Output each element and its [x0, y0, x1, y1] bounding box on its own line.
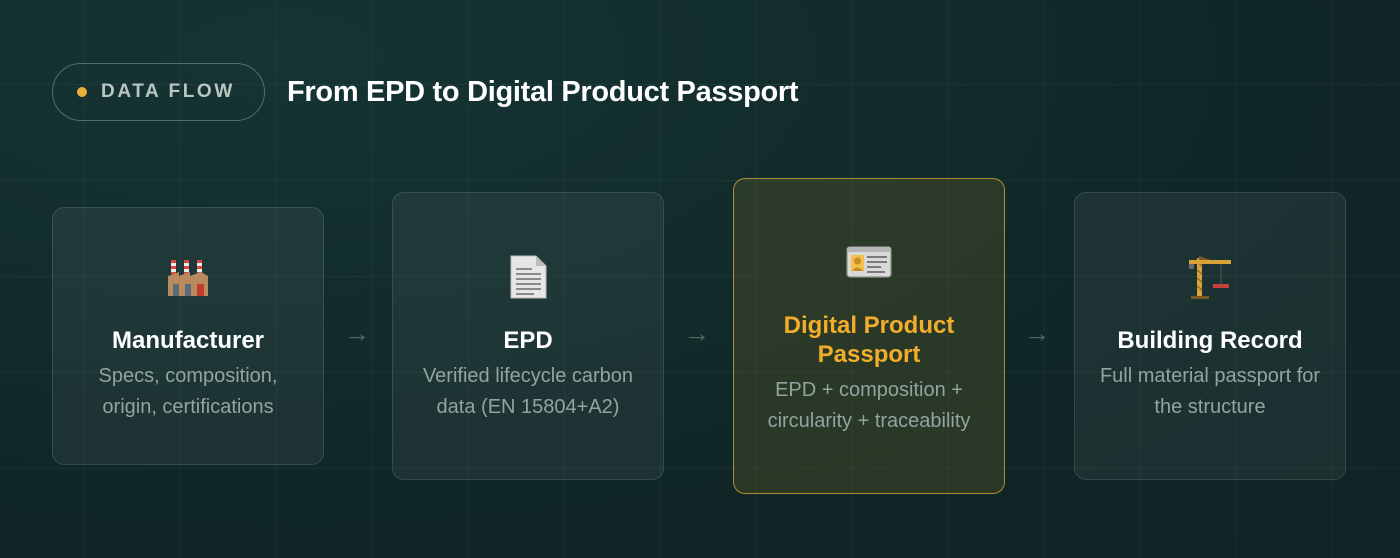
step-description: Full material passport for the structure: [1099, 364, 1321, 418]
step-description: Specs, composition, origin, certificatio…: [98, 364, 278, 418]
factory-icon: [165, 250, 211, 304]
header: DATA FLOW From EPD to Digital Product Pa…: [52, 63, 799, 121]
id-card-icon: [846, 235, 892, 289]
step-title: Building Record: [1117, 326, 1303, 354]
arrow-right-icon: →: [684, 318, 710, 348]
step-description: Verified lifecycle carbon data (EN 15804…: [422, 364, 634, 418]
step-card-manufacturer: Manufacturer Specs, composition, origin,…: [52, 207, 324, 465]
step-card-digital-product-passport: Digital Product Passport EPD + compositi…: [733, 178, 1005, 494]
step-card-epd: EPD Verified lifecycle carbon data (EN 1…: [392, 192, 664, 480]
arrow-right-icon: →: [1024, 318, 1050, 348]
step-title: Manufacturer: [111, 326, 265, 354]
step-card-building-record: Building Record Full material passport f…: [1074, 192, 1346, 480]
badge-label: DATA FLOW: [101, 81, 235, 102]
step-title: Digital Product Passport: [783, 312, 955, 368]
step-title: EPD: [503, 326, 553, 354]
page-title: From EPD to Digital Product Passport: [287, 75, 799, 108]
data-flow-badge: DATA FLOW: [52, 63, 265, 121]
arrow-right-icon: →: [344, 318, 370, 348]
step-description: EPD + composition + circularity + tracea…: [767, 379, 971, 432]
crane-icon: [1187, 250, 1233, 304]
document-icon: [508, 250, 548, 304]
status-dot-icon: [77, 87, 87, 97]
